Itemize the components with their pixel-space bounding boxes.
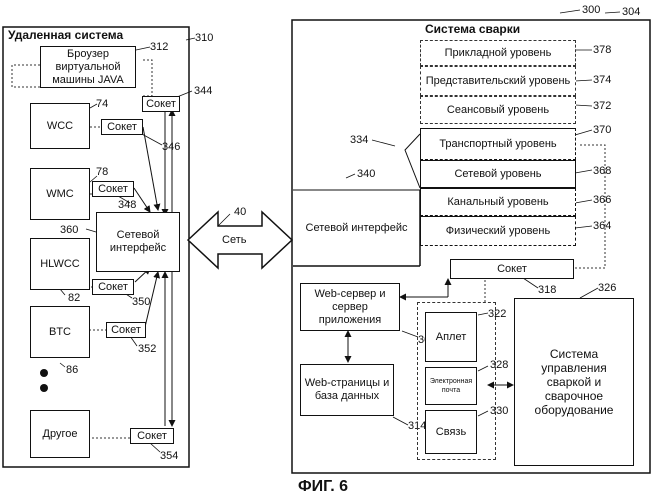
- ref-352: 352: [138, 343, 156, 355]
- btc-box: BTC: [30, 306, 90, 358]
- socket-352: Сокет: [106, 322, 146, 338]
- ref-334: 334: [350, 134, 368, 146]
- socket-346: Сокет: [101, 119, 143, 135]
- layer-transport: Транспортный уровень: [420, 128, 576, 160]
- ref-322: 322: [488, 308, 506, 320]
- ellipsis-dot: [40, 384, 48, 392]
- ref-364: 364: [593, 220, 611, 232]
- link-box: Связь: [425, 410, 477, 454]
- ref-74: 74: [96, 98, 108, 110]
- ref-318: 318: [538, 284, 556, 296]
- layer-presentation: Представительский уровень: [420, 66, 576, 96]
- network-label: Сеть: [222, 234, 246, 246]
- ref-360: 360: [60, 224, 78, 236]
- ref-370: 370: [593, 124, 611, 136]
- figure-caption: ФИГ. 6: [298, 478, 348, 496]
- ref-330: 330: [490, 405, 508, 417]
- ref-82: 82: [68, 292, 80, 304]
- remote-network-interface: Сетевой интерфейс: [96, 212, 180, 272]
- ref-40: 40: [234, 206, 246, 218]
- email-box: Электронная почта: [425, 367, 477, 405]
- ref-304: 304: [622, 6, 640, 18]
- ref-368: 368: [593, 165, 611, 177]
- layer-application: Прикладной уровень: [420, 40, 576, 66]
- ref-328: 328: [490, 359, 508, 371]
- welding-title: Система сварки: [425, 22, 520, 36]
- ref-312: 312: [150, 41, 168, 53]
- layer-physical: Физический уровень: [420, 216, 576, 246]
- ref-350: 350: [132, 296, 150, 308]
- ellipsis-dot: [40, 369, 48, 377]
- ref-326: 326: [598, 282, 616, 294]
- ref-340: 340: [357, 168, 375, 180]
- java-browser-box: Броузер виртуальной машины JAVA: [40, 46, 136, 88]
- ref-348: 348: [118, 199, 136, 211]
- socket-350: Сокет: [92, 279, 134, 295]
- web-server-box: Web-сервер и сервер приложения: [300, 283, 400, 331]
- ref-344: 344: [194, 85, 212, 97]
- ref-366: 366: [593, 194, 611, 206]
- applet-box: Аплет: [425, 312, 477, 362]
- welding-socket: Сокет: [450, 259, 574, 279]
- ref-354: 354: [160, 450, 178, 462]
- socket-354: Сокет: [130, 428, 174, 444]
- ref-372: 372: [593, 100, 611, 112]
- ref-374: 374: [593, 74, 611, 86]
- welding-control-box: Система управления сваркой и сварочное о…: [514, 298, 634, 466]
- ref-346: 346: [162, 141, 180, 153]
- remote-title: Удаленная система: [8, 28, 123, 42]
- layer-session: Сеансовый уровень: [420, 96, 576, 124]
- layer-datalink: Канальный уровень: [420, 188, 576, 216]
- ref-300: 300: [582, 4, 600, 16]
- welding-network-interface: Сетевой интерфейс: [293, 190, 420, 266]
- socket-348: Сокет: [92, 181, 134, 197]
- hlwcc-box: HLWCC: [30, 238, 90, 290]
- layer-network: Сетевой уровень: [420, 160, 576, 188]
- wcc-box: WCC: [30, 103, 90, 149]
- web-pages-box: Web-страницы и база данных: [300, 364, 394, 416]
- socket-344: Сокет: [142, 96, 180, 112]
- ref-310: 310: [195, 32, 213, 44]
- other-box: Другое: [30, 410, 90, 458]
- wmc-box: WMC: [30, 168, 90, 220]
- ref-378: 378: [593, 44, 611, 56]
- ref-78: 78: [96, 166, 108, 178]
- ref-86: 86: [66, 364, 78, 376]
